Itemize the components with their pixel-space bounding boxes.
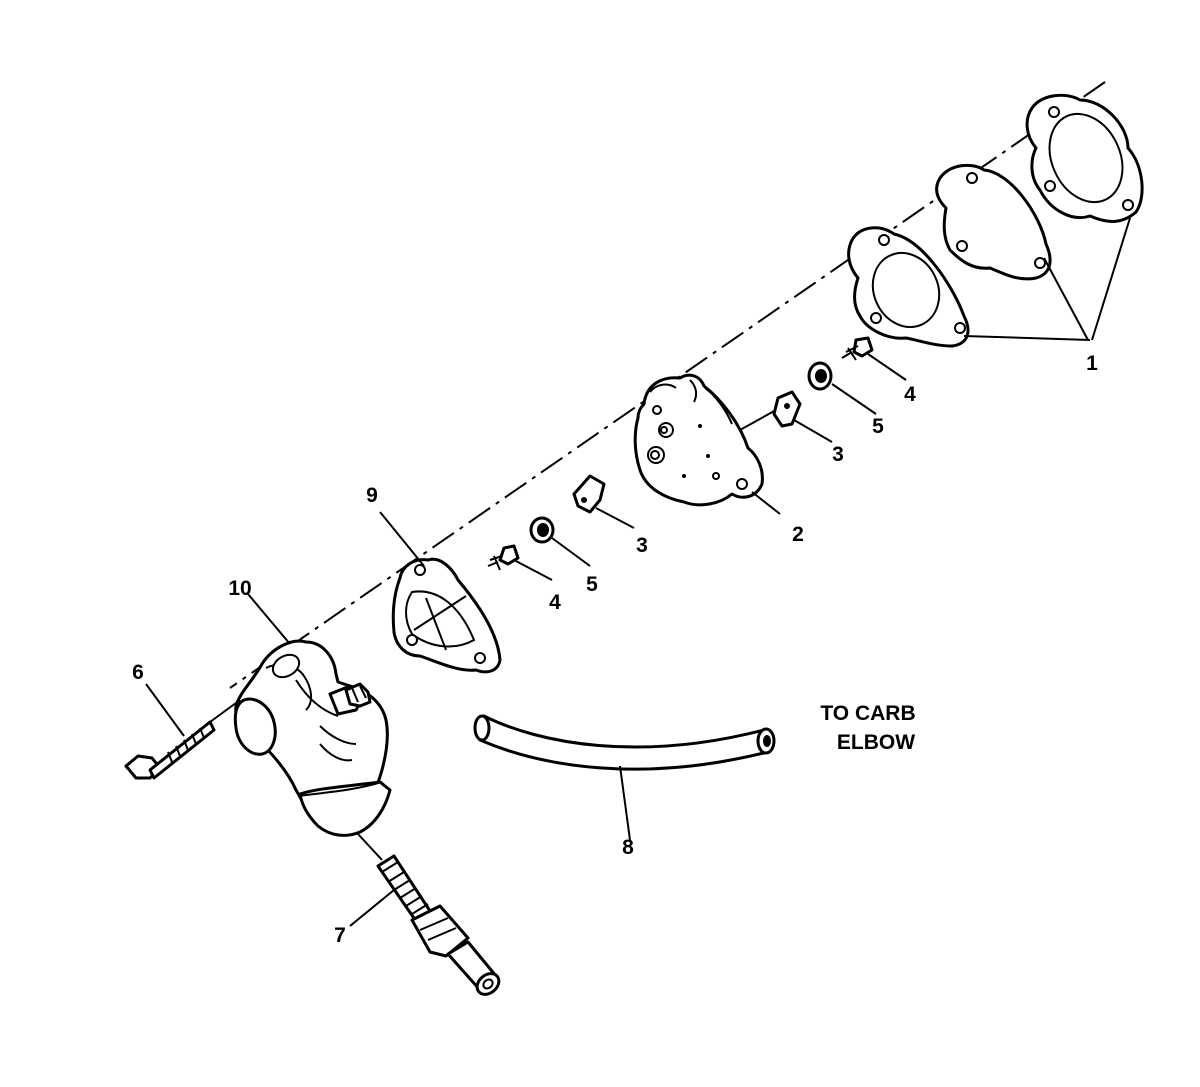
- part-9-diaphragm-gasket: [391, 557, 502, 674]
- part-1-gasket-set: [847, 93, 1144, 348]
- gasket-2-middle: [935, 163, 1052, 281]
- callout-4-lower: 4: [549, 591, 561, 614]
- callout-2: 2: [792, 523, 804, 546]
- part-5-washer-lower: [529, 516, 555, 544]
- part-3-valve-lower: [572, 474, 606, 514]
- callout-3-lower: 3: [636, 534, 648, 557]
- gasket-1-rear: [1025, 93, 1144, 223]
- part-6-bolt: [124, 699, 241, 780]
- callout-6: 6: [132, 661, 144, 684]
- callout-1: 1: [1086, 352, 1098, 375]
- part-4-screw-upper: [841, 336, 874, 361]
- callout-9: 9: [366, 484, 378, 507]
- part-2-pump-cover: [633, 373, 764, 507]
- callout-4-upper: 4: [904, 383, 916, 406]
- note-elbow: ELBOW: [837, 731, 915, 754]
- callout-5-lower: 5: [586, 573, 598, 596]
- callout-5-upper: 5: [872, 415, 884, 438]
- callout-8: 8: [622, 836, 634, 859]
- part-7-spring-fitting: [357, 833, 501, 996]
- callout-3-upper: 3: [832, 443, 844, 466]
- part-8-hose: [473, 714, 776, 771]
- part-10-pump-body: [233, 639, 392, 837]
- part-4-screw-lower: [487, 544, 520, 571]
- gasket-3-front: [847, 226, 970, 348]
- note-to-carb: TO CARB: [820, 702, 915, 725]
- callout-10: 10: [228, 577, 251, 600]
- leader-lines: [145, 217, 1131, 927]
- part-5-washer-upper: [807, 361, 833, 391]
- callout-7: 7: [334, 924, 346, 947]
- part-3-valve-upper: [739, 390, 802, 431]
